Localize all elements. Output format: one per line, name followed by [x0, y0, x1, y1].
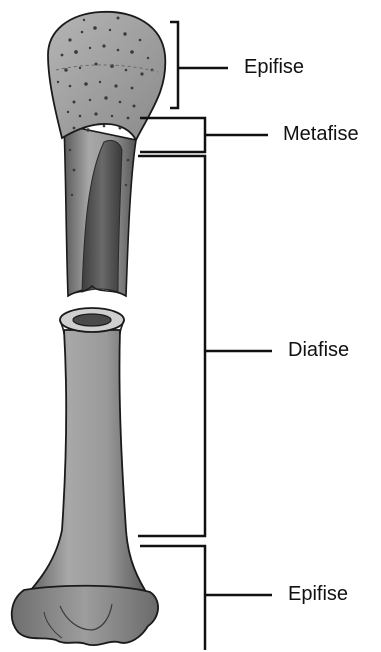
upper-bone-piece: [48, 12, 165, 296]
shaft-cross-section-hole: [73, 314, 111, 326]
proximal-epiphysis-head: [48, 12, 165, 140]
lower-shaft: [24, 330, 150, 598]
label-diafise: Diafise: [288, 340, 349, 360]
brackets: [138, 22, 272, 650]
label-metafise: Metafise: [283, 124, 359, 144]
distal-epiphysis: [12, 586, 158, 645]
bracket-metafise: [140, 118, 205, 152]
bracket-epifise-top: [170, 22, 178, 108]
lower-bone-piece: [12, 308, 158, 645]
label-epifise-top: Epifise: [244, 57, 304, 77]
bracket-diafise: [138, 156, 205, 536]
label-epifise-bottom: Epifise: [288, 584, 348, 604]
